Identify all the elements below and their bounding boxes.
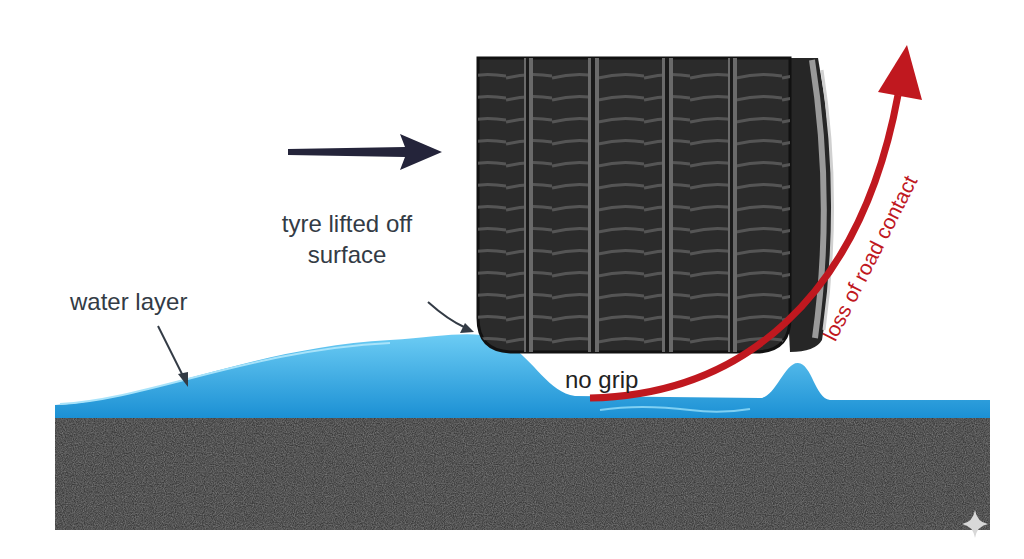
lift-arrowhead (878, 45, 922, 100)
state-label: no grip (565, 364, 638, 395)
part-label: tyre lifted off surface (272, 208, 422, 270)
watermark-sparkle (962, 510, 988, 538)
tread-pattern (478, 58, 790, 358)
lift-arrow (590, 95, 898, 398)
water-ripple (600, 407, 750, 412)
water-highlight (60, 343, 390, 404)
leader-line (428, 302, 466, 328)
road-surface (55, 405, 990, 530)
part-label: water layer (70, 286, 187, 317)
direction-arrow (288, 134, 442, 170)
leader-head (178, 372, 188, 387)
arrow-label: loss of road contact (817, 171, 924, 346)
wheel-rim-highlight (822, 70, 833, 330)
road-texture (55, 405, 990, 530)
leader-head (460, 323, 474, 333)
leader-line (158, 326, 184, 378)
